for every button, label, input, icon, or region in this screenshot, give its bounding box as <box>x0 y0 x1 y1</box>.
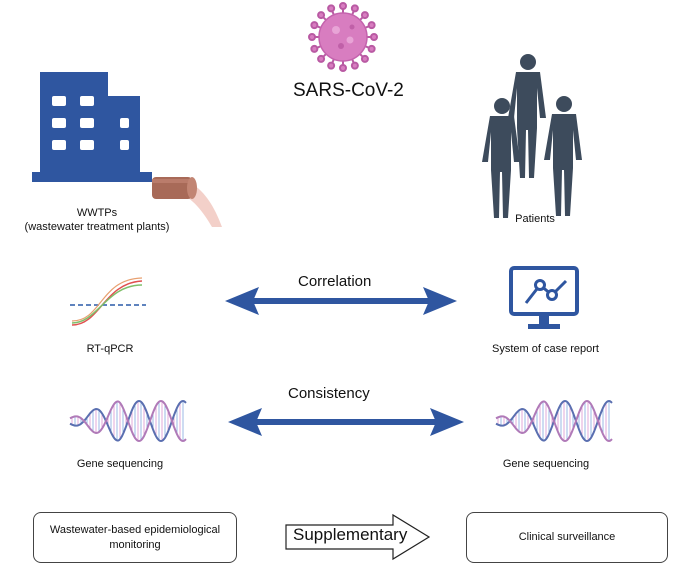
correlation-label: Correlation <box>298 273 372 290</box>
clinical-surveillance-label: Clinical surveillance <box>518 531 616 544</box>
consistency-arrow <box>228 408 464 436</box>
gene-label-right: Gene sequencing <box>502 458 590 470</box>
dna-icon-left <box>69 399 187 443</box>
patients-label: Patients <box>515 213 555 225</box>
supplementary-label: Supplementary <box>293 525 408 544</box>
wwtp-label-line2: (wastewater treatment plants) <box>24 220 170 233</box>
clinical-surveillance-box: Clinical surveillance <box>466 512 668 563</box>
correlation-arrow <box>225 287 457 315</box>
virus-label: SARS-CoV-2 <box>293 80 404 101</box>
virus-icon <box>308 2 378 72</box>
dna-icon-right <box>495 399 613 443</box>
rtqpcr-label: RT-qPCR <box>86 343 134 355</box>
monitor-icon <box>509 266 579 329</box>
building-icon <box>32 72 152 182</box>
wastewater-box-line1: Wastewater-based epidemiological <box>49 524 221 537</box>
gene-label-left: Gene sequencing <box>76 458 164 470</box>
wwtp-label-line1: WWTPs <box>76 207 118 219</box>
wastewater-box-line2: monitoring <box>109 538 161 551</box>
supplementary-arrow <box>285 513 431 561</box>
consistency-label: Consistency <box>288 385 370 402</box>
wwtp-label: WWTPs (wastewater treatment plants) <box>12 207 182 235</box>
patients-icon <box>482 54 582 218</box>
wastewater-monitoring-box: Wastewater-based epidemiological monitor… <box>33 512 237 563</box>
case-report-label: System of case report <box>492 343 599 355</box>
pipe-icon <box>152 177 222 227</box>
qpcr-curve-icon <box>70 277 146 326</box>
